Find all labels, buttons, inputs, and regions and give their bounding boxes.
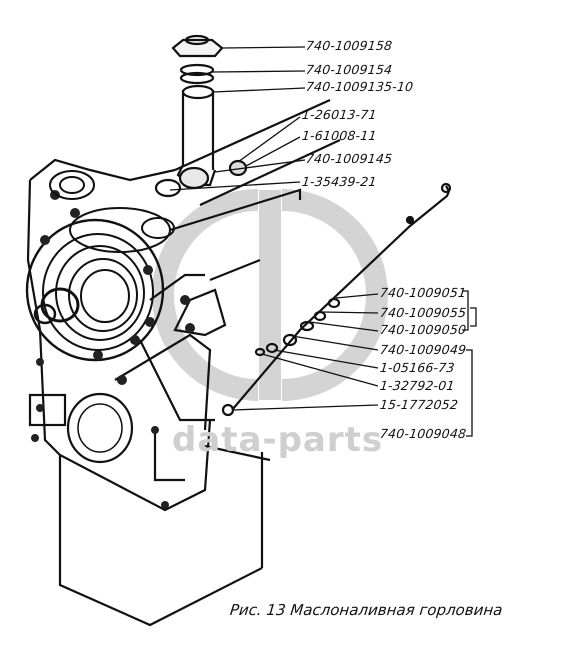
part-label: 1-05166-73 <box>379 360 456 375</box>
part-label: 740-1009051 <box>379 285 468 300</box>
dipstick <box>221 182 452 417</box>
engine-block <box>26 98 341 627</box>
part-label: 1-32792-01 <box>379 378 456 393</box>
part-label: 740-1009154 <box>305 62 394 77</box>
part-label: 1-61008-11 <box>301 128 378 143</box>
figure-caption: Рис. 13 Маслоналивная горловина <box>229 601 504 619</box>
part-label: 740-1009158 <box>305 38 394 53</box>
part-label: 740-1009135-10 <box>305 79 415 94</box>
label-brackets <box>462 290 477 437</box>
part-label: 15-1772052 <box>379 397 459 412</box>
housing-bolts <box>31 190 195 509</box>
leader-lines <box>169 46 379 411</box>
part-label: 740-1009050 <box>379 322 468 337</box>
watermark-text: data-parts <box>172 420 384 460</box>
part-label: 1-35439-21 <box>301 174 378 189</box>
part-label: 1-26013-71 <box>301 107 378 122</box>
part-label: 740-1009145 <box>305 151 394 166</box>
part-label: 740-1009048 <box>379 426 468 441</box>
part-label: 740-1009049 <box>379 342 468 357</box>
pulley-assembly <box>25 207 171 362</box>
part-label: 740-1009055 <box>379 305 468 320</box>
front-cover-port <box>28 392 134 464</box>
top-flange <box>49 170 175 239</box>
